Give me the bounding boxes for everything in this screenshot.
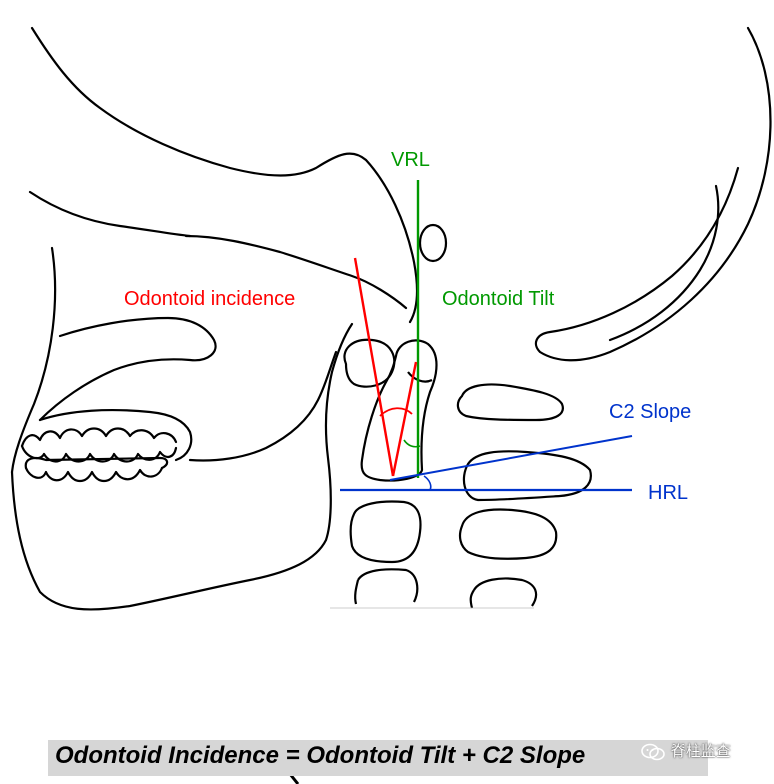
wechat-icon (641, 743, 665, 760)
vrl-line (403, 180, 421, 478)
formula-bar (48, 740, 708, 776)
vrl-label: VRL (391, 149, 430, 171)
c2-slope-label: C2 Slope (609, 401, 691, 423)
watermark: 脊柱监查 (640, 740, 731, 762)
odontoid-incidence-label: Odontoid incidence (124, 288, 295, 310)
c2-slope-line (389, 435, 633, 491)
odontoid-incidence-lines (353, 257, 418, 477)
odontoid-incidence-arc (379, 407, 413, 417)
odontoid-tilt-label: Odontoid Tilt (442, 288, 555, 310)
hrl-label: HRL (648, 482, 688, 504)
vertebrae-outline (330, 223, 592, 609)
formula-text: Odontoid Incidence = Odontoid Tilt + C2 … (55, 742, 586, 769)
c2-slope-arc (423, 475, 432, 491)
odontoid-tilt-arc (403, 439, 421, 448)
watermark-text: 脊柱监查 (670, 742, 731, 760)
skull-outline (10, 26, 772, 611)
